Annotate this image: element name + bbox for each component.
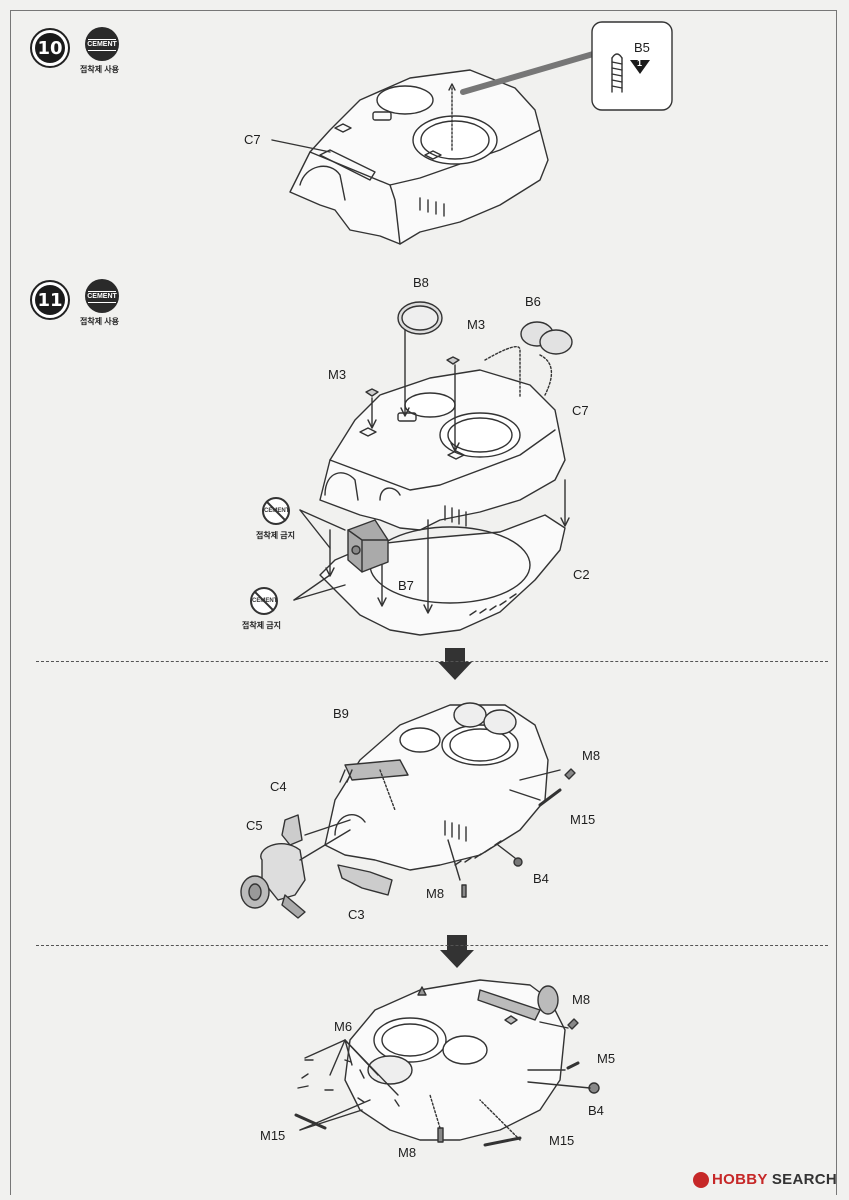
b5-callout <box>591 21 673 111</box>
part-label-b6: B6 <box>525 294 541 309</box>
cement-use-caption: 접착제 사용 <box>80 317 120 326</box>
part-label-c5: C5 <box>246 818 263 833</box>
part-label-b4: B4 <box>533 871 549 886</box>
no-cement-icon: CEMENT <box>262 497 290 525</box>
instruction-page <box>10 10 837 1195</box>
part-label-m5: M5 <box>597 1051 616 1066</box>
step-10-badge: 10 <box>30 28 70 68</box>
cement-use-caption: 접착제 사용 <box>80 65 120 74</box>
part-label-m6: M6 <box>334 1019 353 1034</box>
down-arrow-2-icon <box>440 935 474 968</box>
part-label-b4: B4 <box>588 1103 604 1118</box>
no-cement-caption: 접착제 금지 <box>256 531 296 540</box>
step-10-number: 10 <box>35 33 65 63</box>
part-label-m8: M8 <box>398 1145 417 1160</box>
down-arrow-1-icon <box>438 648 472 680</box>
section4-drawing <box>294 979 600 1147</box>
section-divider <box>36 945 828 946</box>
part-label-b5-qty: 1 <box>637 58 643 68</box>
section-divider <box>36 661 828 662</box>
part-label-m15: M15 <box>570 812 596 827</box>
step11-exploded-drawing <box>293 301 573 636</box>
hobby-search-watermark: HOBBY SEARCH <box>692 1171 837 1188</box>
part-label-m15: M15 <box>549 1133 575 1148</box>
part-label-c7: C7 <box>572 403 589 418</box>
cement-use-icon: CEMENT <box>85 27 119 61</box>
part-label-c3: C3 <box>348 907 365 922</box>
part-label-b8: B8 <box>413 275 429 290</box>
part-label-b7: B7 <box>398 578 414 593</box>
part-label-c2: C2 <box>573 567 590 582</box>
part-label-b5: B5 <box>634 40 650 55</box>
part-label-m8: M8 <box>426 886 445 901</box>
part-label-c4: C4 <box>270 779 287 794</box>
no-cement-icon: CEMENT <box>250 587 278 615</box>
no-cement-caption: 접착제 금지 <box>242 621 282 630</box>
part-label-c7: C7 <box>244 132 261 147</box>
step-11-number: 11 <box>35 285 65 315</box>
part-label-b9: B9 <box>333 706 349 721</box>
hobby-search-logo-icon <box>692 1172 709 1188</box>
part-label-m8: M8 <box>572 992 591 1007</box>
section3-drawing <box>240 702 576 919</box>
part-label-m3: M3 <box>328 367 347 382</box>
step-11-badge: 11 <box>30 280 70 320</box>
step10-turret-drawing <box>271 49 603 245</box>
cement-use-icon: CEMENT <box>85 279 119 313</box>
part-label-m15: M15 <box>260 1128 286 1143</box>
part-label-m3: M3 <box>467 317 486 332</box>
part-label-m8: M8 <box>582 748 601 763</box>
